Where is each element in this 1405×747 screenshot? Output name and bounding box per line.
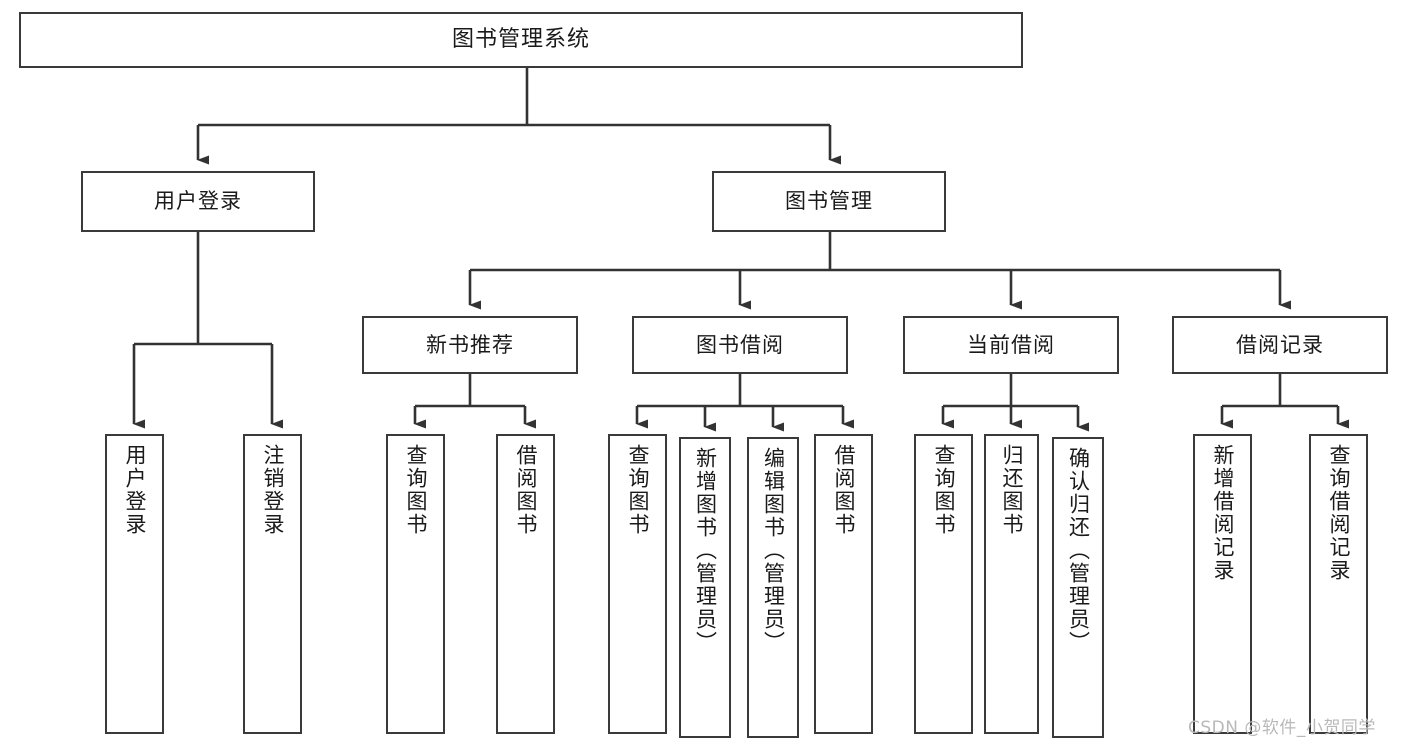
node-label: 编辑图书（管理员） <box>761 447 786 654</box>
node-root-system[interactable]: 图书管理系统 <box>19 12 1023 68</box>
csdn-watermark: CSDN @软件_小贺同学 <box>1188 718 1376 738</box>
node-label: 归还图书 <box>1000 444 1024 536</box>
node-label: 新增借阅记录 <box>1211 444 1235 582</box>
node-book-management[interactable]: 图书管理 <box>712 171 946 232</box>
node-label: 图书借阅 <box>696 332 784 357</box>
node-label: 查询图书 <box>404 444 428 536</box>
node-label: 用户登录 <box>123 444 147 536</box>
node-label: 注销登录 <box>261 444 285 536</box>
node-leaf-add-book-admin[interactable]: 新增图书（管理员） <box>679 437 731 738</box>
node-leaf-return-book[interactable]: 归还图书 <box>984 434 1039 734</box>
node-new-book-recommend[interactable]: 新书推荐 <box>362 316 578 374</box>
node-label: 查询图书 <box>932 444 956 536</box>
node-leaf-query-book-1[interactable]: 查询图书 <box>386 434 445 734</box>
node-label: 查询借阅记录 <box>1327 444 1351 582</box>
node-leaf-query-book-3[interactable]: 查询图书 <box>914 434 973 734</box>
node-leaf-confirm-return-admin[interactable]: 确认归还（管理员） <box>1052 437 1104 738</box>
node-label: 图书管理系统 <box>451 27 590 53</box>
node-label: 借阅记录 <box>1236 332 1324 357</box>
node-label: 确认归还（管理员） <box>1066 447 1091 654</box>
node-leaf-logout-login[interactable]: 注销登录 <box>243 434 302 734</box>
node-label: 图书管理 <box>785 189 873 214</box>
node-leaf-borrow-book-1[interactable]: 借阅图书 <box>496 434 555 734</box>
node-leaf-edit-book-admin[interactable]: 编辑图书（管理员） <box>747 437 799 738</box>
node-label: 新增图书（管理员） <box>693 447 718 654</box>
node-label: 借阅图书 <box>832 444 856 536</box>
node-user-login[interactable]: 用户登录 <box>81 171 315 232</box>
node-borrow-record[interactable]: 借阅记录 <box>1172 316 1388 374</box>
node-leaf-query-borrow-record[interactable]: 查询借阅记录 <box>1309 434 1368 734</box>
node-label: 新书推荐 <box>426 332 514 357</box>
node-leaf-add-borrow-record[interactable]: 新增借阅记录 <box>1193 434 1252 734</box>
node-label: 用户登录 <box>154 189 242 214</box>
node-label: 借阅图书 <box>514 444 538 536</box>
node-label: 当前借阅 <box>967 332 1055 357</box>
node-label: 查询图书 <box>626 444 650 536</box>
node-current-borrow[interactable]: 当前借阅 <box>903 316 1119 374</box>
node-book-borrow[interactable]: 图书借阅 <box>632 316 848 374</box>
node-leaf-borrow-book-2[interactable]: 借阅图书 <box>814 434 873 734</box>
node-leaf-query-book-2[interactable]: 查询图书 <box>608 434 667 734</box>
node-leaf-user-login[interactable]: 用户登录 <box>105 434 164 734</box>
